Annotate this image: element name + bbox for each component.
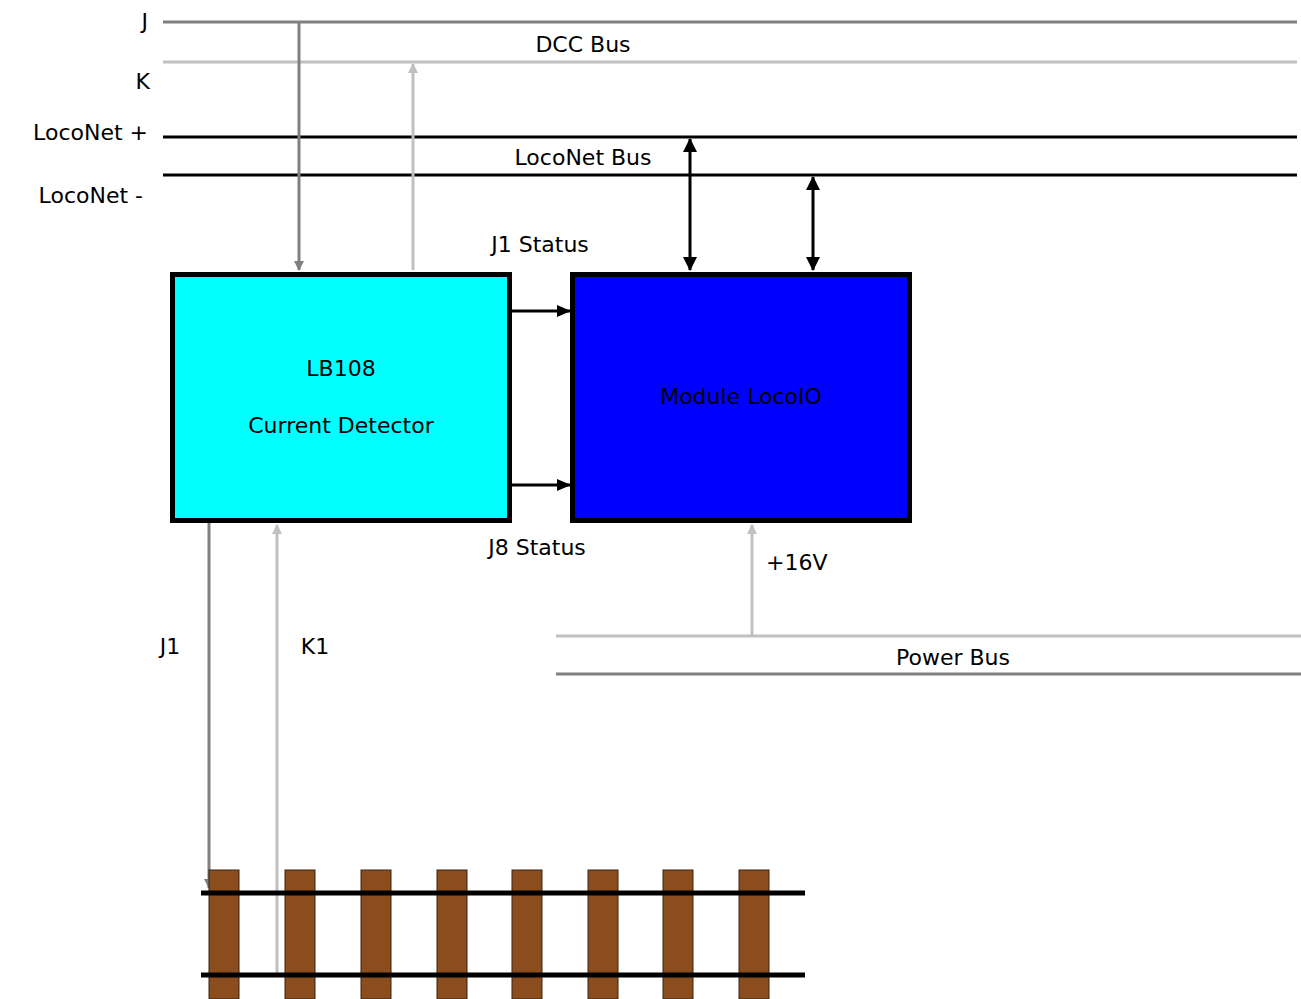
track-tie [512, 870, 542, 999]
power-tap [751, 525, 754, 636]
status-connector [512, 484, 570, 487]
k1-wire [276, 525, 279, 975]
loconet-plus-tap [689, 139, 692, 270]
status-label: J1 Status [491, 232, 589, 258]
signal-name: J [142, 9, 149, 35]
bus-name: LocoNet Bus [511, 145, 656, 171]
track-tie [361, 870, 391, 999]
dcc-j-line [163, 21, 1297, 24]
status-label: J8 Status [488, 535, 586, 561]
loconet-minus-line [163, 174, 1297, 177]
loconet-plus-line [163, 136, 1297, 139]
rail [201, 891, 805, 896]
wire-name: J1 [160, 634, 181, 660]
detector-box: LB108Current Detector [170, 272, 512, 523]
loconet-minus-tap [812, 177, 815, 270]
status-connector [512, 310, 570, 313]
module-box: Module LocoIO [570, 272, 912, 523]
rail [201, 973, 805, 978]
voltage-label: +16V [766, 550, 827, 576]
track-tie [437, 870, 467, 999]
bus-name: Power Bus [892, 645, 1014, 671]
j-feed-wire [298, 22, 301, 270]
j1-wire [208, 523, 211, 888]
signal-name: LocoNet - [39, 183, 143, 209]
dcc-k-line [163, 61, 1297, 64]
signal-name: LocoNet + [33, 120, 148, 146]
bus-name: DCC Bus [531, 32, 634, 58]
track-tie [209, 870, 239, 999]
track-tie [588, 870, 618, 999]
power-minus-line [556, 673, 1301, 676]
power-plus-line [556, 635, 1301, 638]
box-text: LB108 [306, 356, 375, 382]
track-ties [209, 870, 769, 999]
wire-name: K1 [301, 634, 329, 660]
signal-name: K [136, 69, 150, 95]
box-text: Module LocoIO [660, 384, 822, 410]
track-tie [739, 870, 769, 999]
box-text: Current Detector [248, 413, 434, 439]
track-tie [663, 870, 693, 999]
track-tie [285, 870, 315, 999]
k-return-wire [412, 64, 415, 270]
